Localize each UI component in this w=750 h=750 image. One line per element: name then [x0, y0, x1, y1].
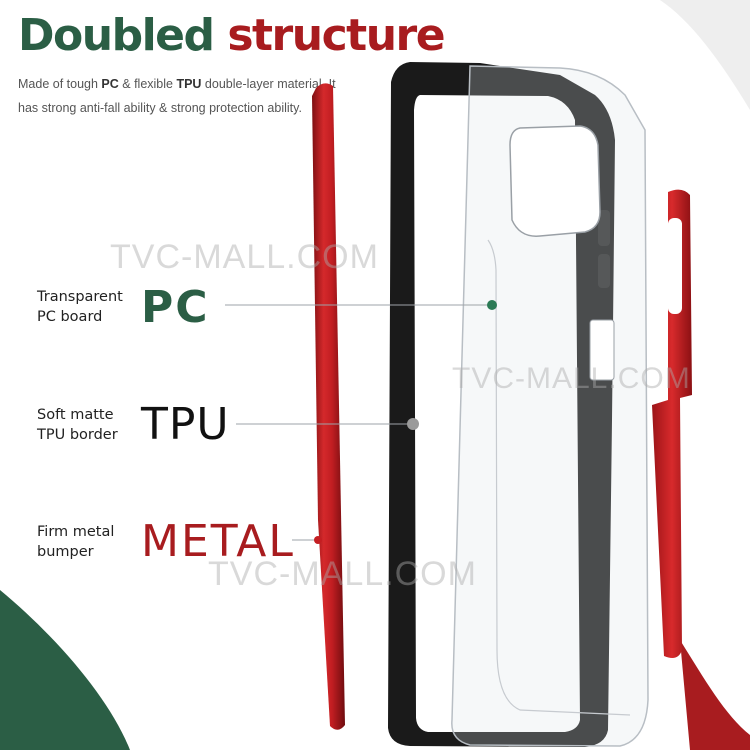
- pc-shell-inner-edge: [487, 239, 631, 716]
- left-metal-bumper: [312, 83, 345, 730]
- watermark-2: TVC-MALL.COM: [452, 362, 691, 395]
- desc-tpu: TPU: [176, 77, 202, 91]
- desc-pc: PC: [101, 77, 119, 91]
- pc-label: Transparent PC board: [37, 287, 137, 327]
- pc-label-line1: Transparent: [37, 289, 123, 305]
- green-corner-shape: [0, 590, 130, 750]
- watermark-1: TVC-MALL.COM: [110, 238, 379, 276]
- metal-callout-dot: [314, 536, 322, 544]
- tpu-label-line2: TPU border: [37, 427, 118, 443]
- tpu-label-line1: Soft matte: [37, 407, 114, 423]
- frame-button-2: [598, 254, 610, 288]
- page-title: Doubled structure: [18, 10, 446, 62]
- description-text: Made of tough PC & flexible TPU double-l…: [18, 72, 348, 120]
- top-right-corner-shape: [660, 0, 750, 110]
- title-word-doubled: Doubled: [18, 10, 215, 61]
- red-corner-shape: [680, 640, 750, 750]
- camera-cutout: [509, 125, 601, 237]
- tpu-callout-dot: [407, 418, 419, 430]
- watermark-3: TVC-MALL.COM: [208, 555, 477, 593]
- tpu-heading: TPU: [141, 399, 230, 450]
- side-cutout: [589, 319, 615, 381]
- metal-heading: METAL: [141, 516, 295, 567]
- metal-label: Firm metal bumper: [37, 522, 137, 562]
- desc-part2: & flexible: [118, 77, 177, 91]
- pc-label-line2: PC board: [37, 309, 103, 325]
- pc-heading: PC: [141, 282, 210, 333]
- desc-part3: double-layer material, It has strong ant…: [18, 77, 336, 115]
- right-bumper-slot: [668, 218, 682, 314]
- desc-part1: Made of tough: [18, 77, 102, 91]
- tpu-frame: [388, 62, 615, 747]
- tpu-label: Soft matte TPU border: [37, 405, 137, 445]
- frame-button-1: [598, 210, 610, 246]
- title-word-structure: structure: [227, 10, 445, 61]
- pc-callout-dot: [487, 300, 497, 310]
- pc-shell: [451, 65, 649, 747]
- metal-label-line1: Firm metal: [37, 524, 115, 540]
- metal-label-line2: bumper: [37, 544, 94, 560]
